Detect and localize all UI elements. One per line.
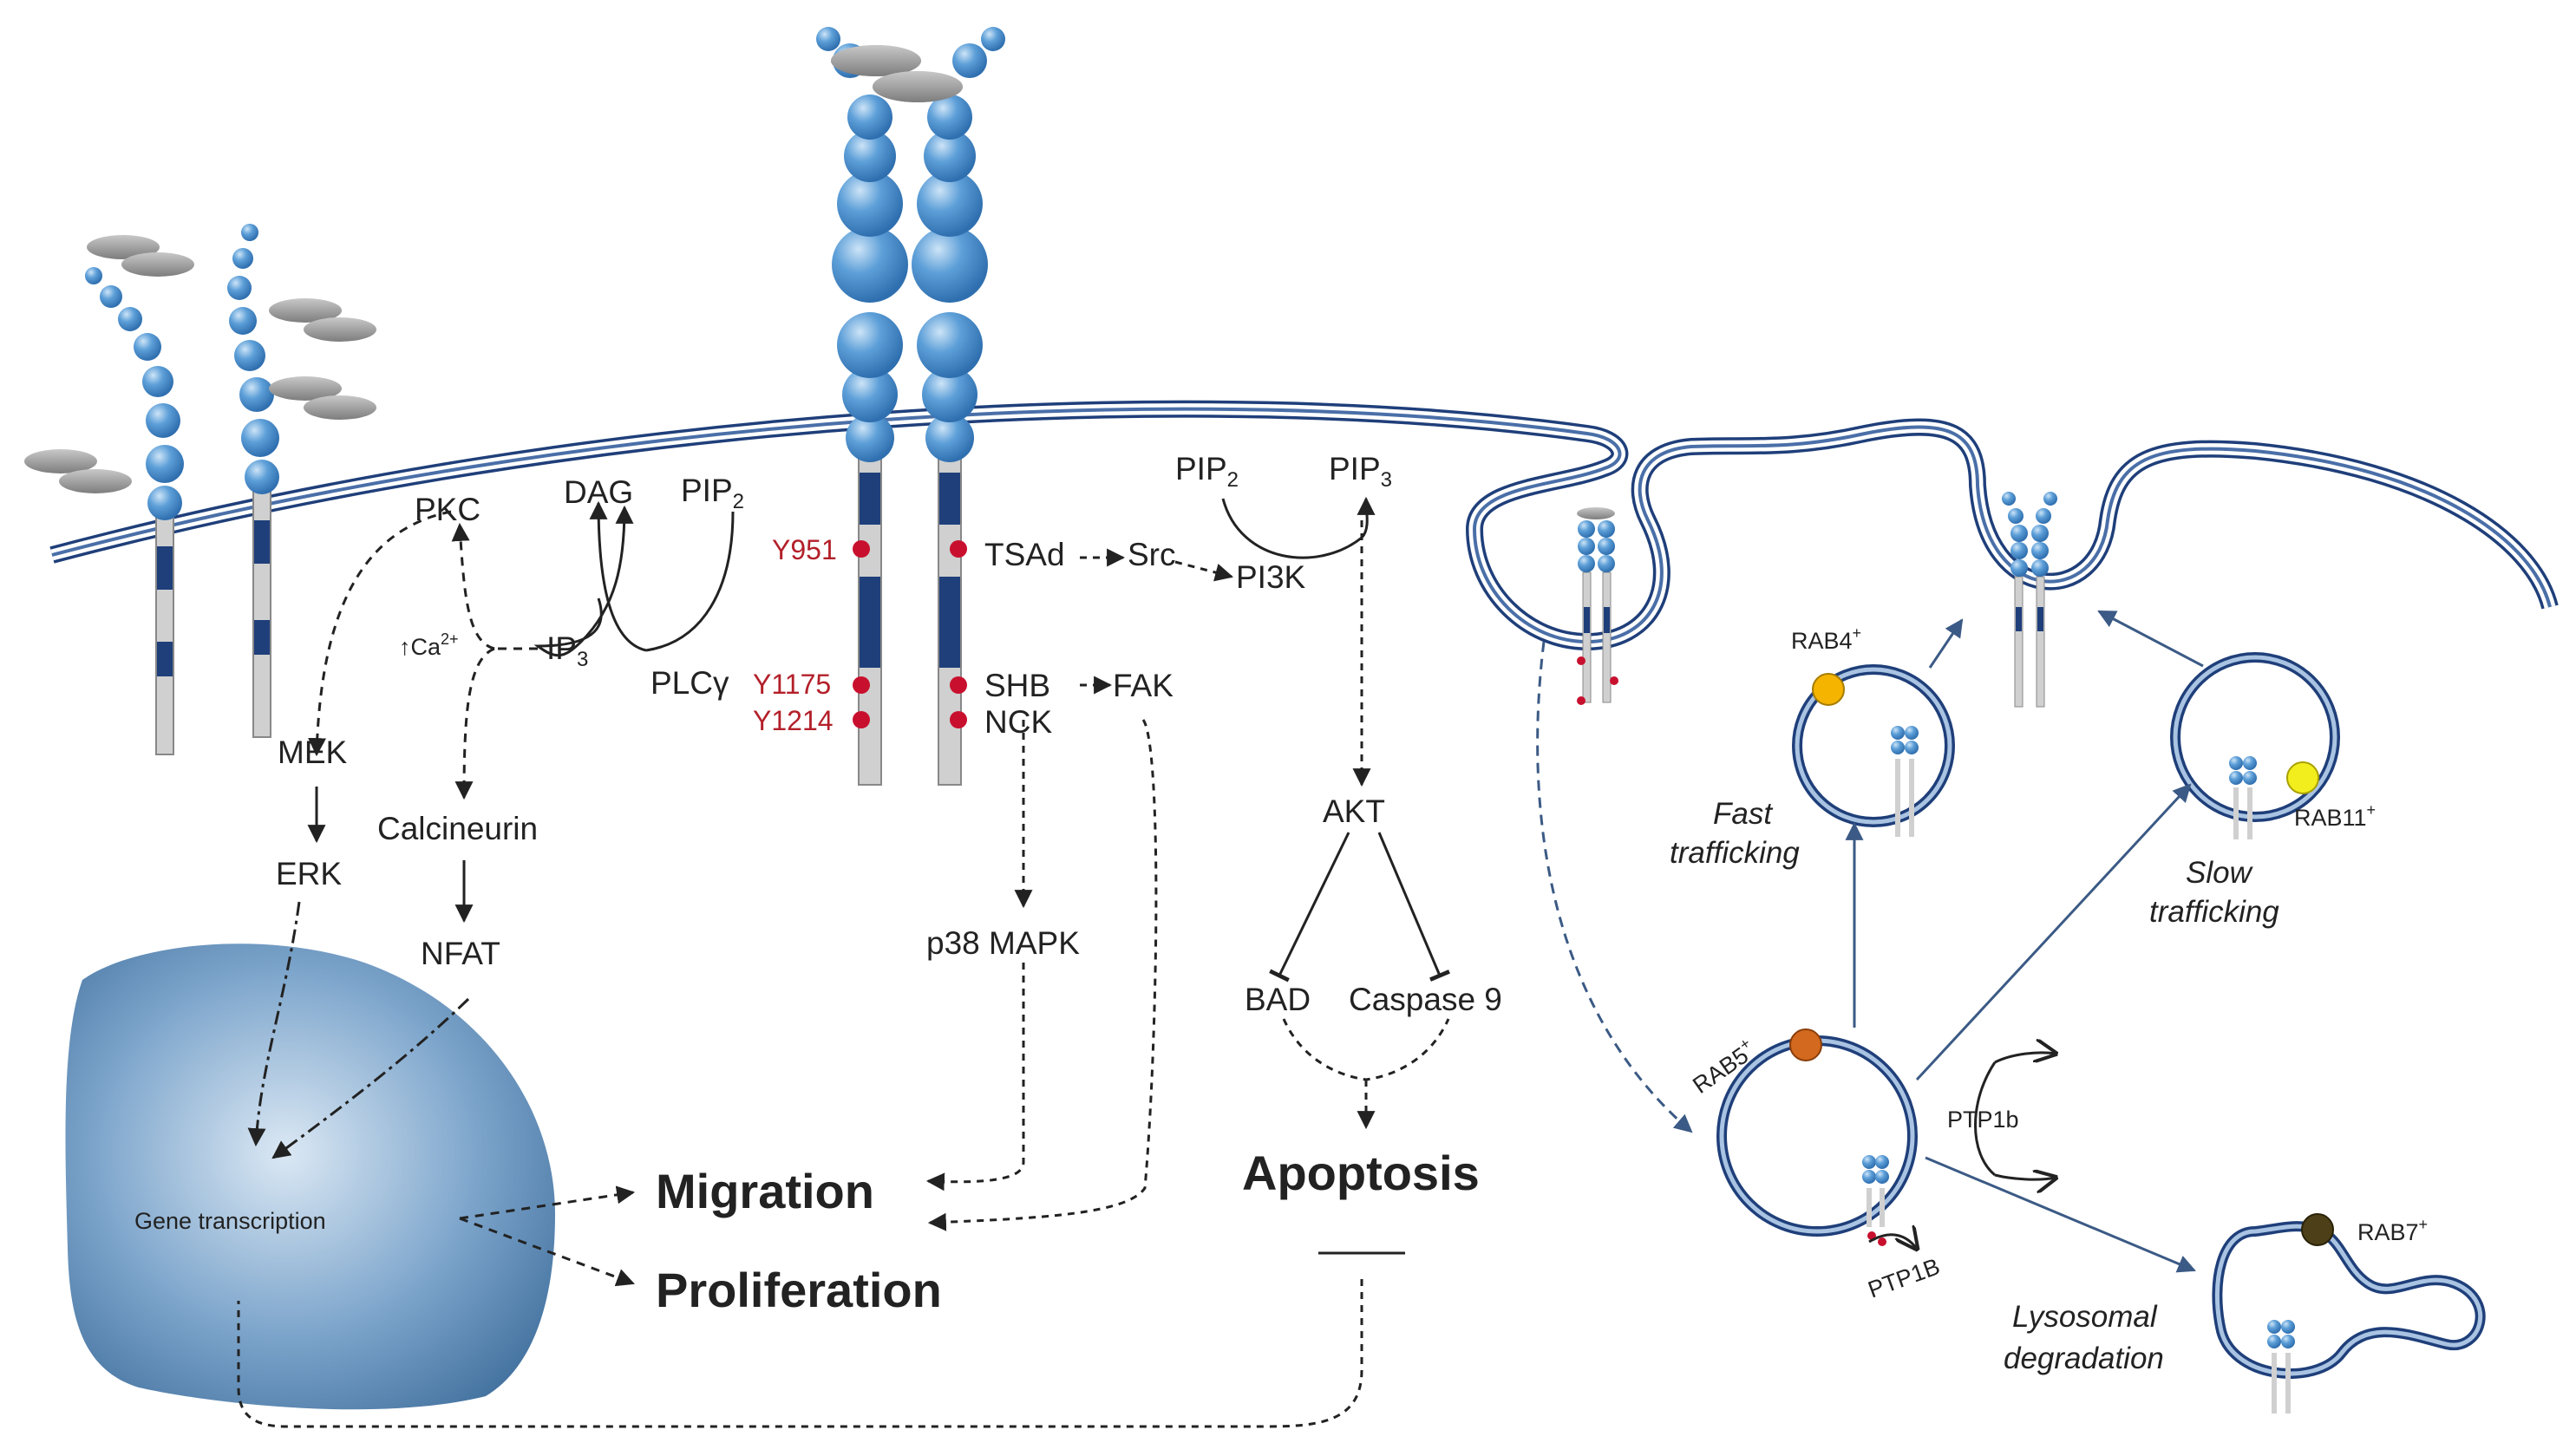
rab7-main: RAB7 — [2357, 1219, 2419, 1245]
vesicle-rab4 — [1792, 664, 1955, 837]
migration-label: Migration — [656, 1164, 874, 1218]
ptp1b-upper-label: PTP1b — [1947, 1107, 2019, 1133]
pip2-right-sub: 2 — [1227, 468, 1239, 492]
lysosomal-line1: Lysosomal — [2012, 1300, 2158, 1334]
erk-label: ERK — [276, 856, 342, 891]
y1175-label: Y1175 — [753, 669, 831, 700]
akt-label: AKT — [1323, 793, 1385, 829]
src-label: Src — [1128, 537, 1176, 572]
dag-label: DAG — [564, 474, 633, 510]
caspase9-label: Caspase 9 — [1349, 982, 1502, 1017]
rab4-sup: + — [1853, 624, 1862, 642]
rab11-label: RAB11+ — [2294, 801, 2376, 831]
ptp1b-arrows — [1868, 1053, 2056, 1249]
lysosomal-line2: degradation — [2004, 1342, 2164, 1375]
left-pathway-arrows — [247, 500, 735, 1287]
proliferation-label: Proliferation — [656, 1263, 942, 1317]
vesicle-rab11 — [2170, 652, 2340, 839]
recycled-receptor — [2002, 492, 2057, 708]
central-receptor-dimer — [816, 27, 1005, 786]
pip3-sub: 3 — [1381, 468, 1392, 492]
pip2-right-main: PIP — [1175, 451, 1227, 486]
fast-trafficking-line2: trafficking — [1670, 836, 1800, 870]
pip2-right-label: PIP2 — [1175, 451, 1239, 492]
calcium-sup: 2+ — [441, 630, 459, 648]
rab11-main: RAB11 — [2294, 805, 2367, 831]
fak-label: FAK — [1113, 668, 1174, 703]
mek-label: MEK — [278, 735, 348, 770]
pip2-left-sub: 2 — [733, 490, 744, 513]
p38-label: p38 MAPK — [926, 925, 1080, 961]
bad-label: BAD — [1245, 982, 1311, 1017]
receptor-left-2 — [227, 224, 279, 738]
pi3k-label: PI3K — [1236, 559, 1306, 595]
apoptosis-label: Apoptosis — [1242, 1146, 1480, 1200]
plasma-membrane — [49, 400, 2559, 651]
calcium-label: ↑Ca2+ — [399, 630, 459, 660]
calcium-main: ↑Ca — [399, 634, 441, 660]
endocytosis-arrow — [1536, 641, 1693, 1133]
ptp1b-lower-label: PTP1B — [1865, 1253, 1944, 1303]
labels: PKC DAG PIP2 ↑Ca2+ IP3 PLCγ MEK ERK Calc… — [134, 451, 2428, 1375]
y951-label: Y951 — [772, 534, 837, 565]
rab4-main: RAB4 — [1791, 628, 1853, 654]
plcg-label: PLCγ — [651, 665, 729, 701]
central-pathway-arrows — [237, 496, 1450, 1428]
y1214-label: Y1214 — [753, 705, 834, 736]
ip3-label: IP3 — [546, 630, 588, 671]
endocytosed-receptor — [1577, 507, 1618, 705]
slow-trafficking-line1: Slow — [2186, 856, 2254, 890]
gene-transcription-label: Gene transcription — [134, 1208, 326, 1234]
pip3-label: PIP3 — [1329, 451, 1392, 492]
pip2-left-label: PIP2 — [681, 473, 744, 513]
rab7-label: RAB7+ — [2357, 1216, 2428, 1245]
shb-label: SHB — [984, 668, 1050, 703]
slow-trafficking-line2: trafficking — [2149, 895, 2279, 929]
nck-label: NCK — [984, 704, 1052, 740]
pip2-left-main: PIP — [681, 473, 733, 508]
phospho-sites — [853, 540, 967, 728]
rab7-sup: + — [2419, 1216, 2429, 1233]
ip3-main: IP — [546, 630, 577, 666]
ip3-sub: 3 — [577, 648, 588, 671]
rab4-label: RAB4+ — [1791, 624, 1861, 654]
vesicle-rab7 — [2212, 1213, 2486, 1414]
trafficking-arrows — [1845, 610, 2204, 1273]
nucleus — [65, 943, 555, 1410]
pip3-main: PIP — [1329, 451, 1381, 486]
calcineurin-label: Calcineurin — [377, 811, 538, 846]
receptor-left-1 — [85, 267, 184, 755]
pkc-label: PKC — [415, 492, 481, 527]
fast-trafficking-line1: Fast — [1713, 797, 1773, 831]
tsad-label: TSAd — [984, 537, 1065, 572]
nfat-label: NFAT — [421, 936, 500, 971]
rab11-sup: + — [2367, 801, 2377, 819]
